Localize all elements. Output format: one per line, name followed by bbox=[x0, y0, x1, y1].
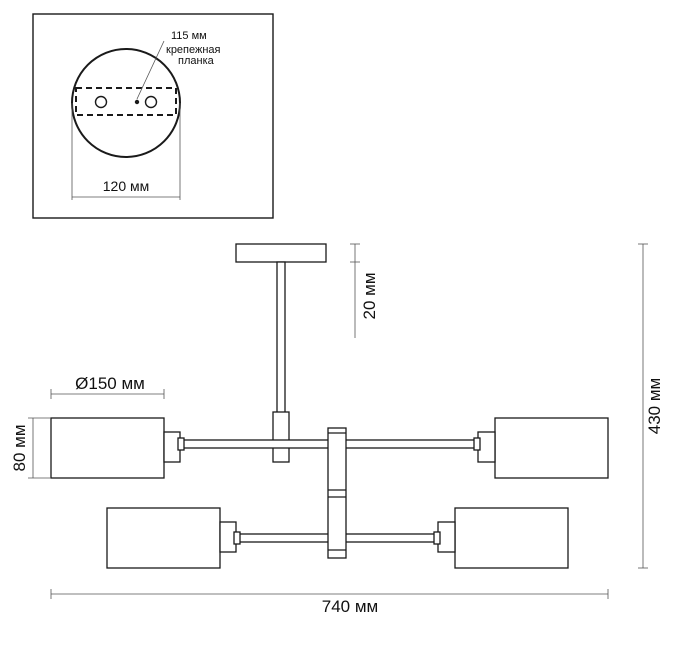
mounting-inset: 115 мм крепежная планка 120 мм bbox=[32, 13, 274, 219]
shade-upper-left bbox=[50, 417, 165, 479]
canopy-height-label: 20 мм bbox=[360, 272, 379, 319]
canopy bbox=[235, 243, 327, 263]
rod-coupling bbox=[272, 411, 290, 463]
down-rod bbox=[276, 261, 286, 415]
shade-upper-right bbox=[494, 417, 609, 479]
bracket-hole-right bbox=[144, 95, 158, 109]
chandelier bbox=[50, 243, 609, 569]
shade-lower-right bbox=[454, 507, 569, 569]
socket-cap-lower-left bbox=[233, 531, 241, 545]
socket-cap-upper-left bbox=[177, 437, 185, 451]
mount-width-label: 115 мм bbox=[171, 30, 207, 42]
bracket-label-line1: крепежная bbox=[166, 44, 221, 56]
mounting-bracket bbox=[75, 87, 177, 116]
base-diameter-label: 120 мм bbox=[103, 178, 150, 194]
bracket-center-dot bbox=[134, 99, 140, 105]
center-body bbox=[327, 427, 347, 559]
socket-cap-lower-right bbox=[433, 531, 441, 545]
bracket-leader-line bbox=[136, 40, 165, 100]
bracket-label-line2: планка bbox=[178, 55, 215, 67]
shade-height-label: 80 мм bbox=[10, 424, 29, 471]
shade-diameter-label: Ø150 мм bbox=[75, 374, 145, 393]
bracket-hole-left bbox=[94, 95, 108, 109]
total-width-label: 740 мм bbox=[322, 597, 378, 616]
dimensions: 20 мм Ø150 мм 80 мм 430 мм 740 мм bbox=[10, 243, 664, 616]
total-height-label: 430 мм bbox=[645, 378, 664, 434]
ceiling-base-circle bbox=[71, 48, 181, 158]
socket-cap-upper-right bbox=[473, 437, 481, 451]
inset-frame bbox=[32, 13, 274, 219]
shade-lower-left bbox=[106, 507, 221, 569]
